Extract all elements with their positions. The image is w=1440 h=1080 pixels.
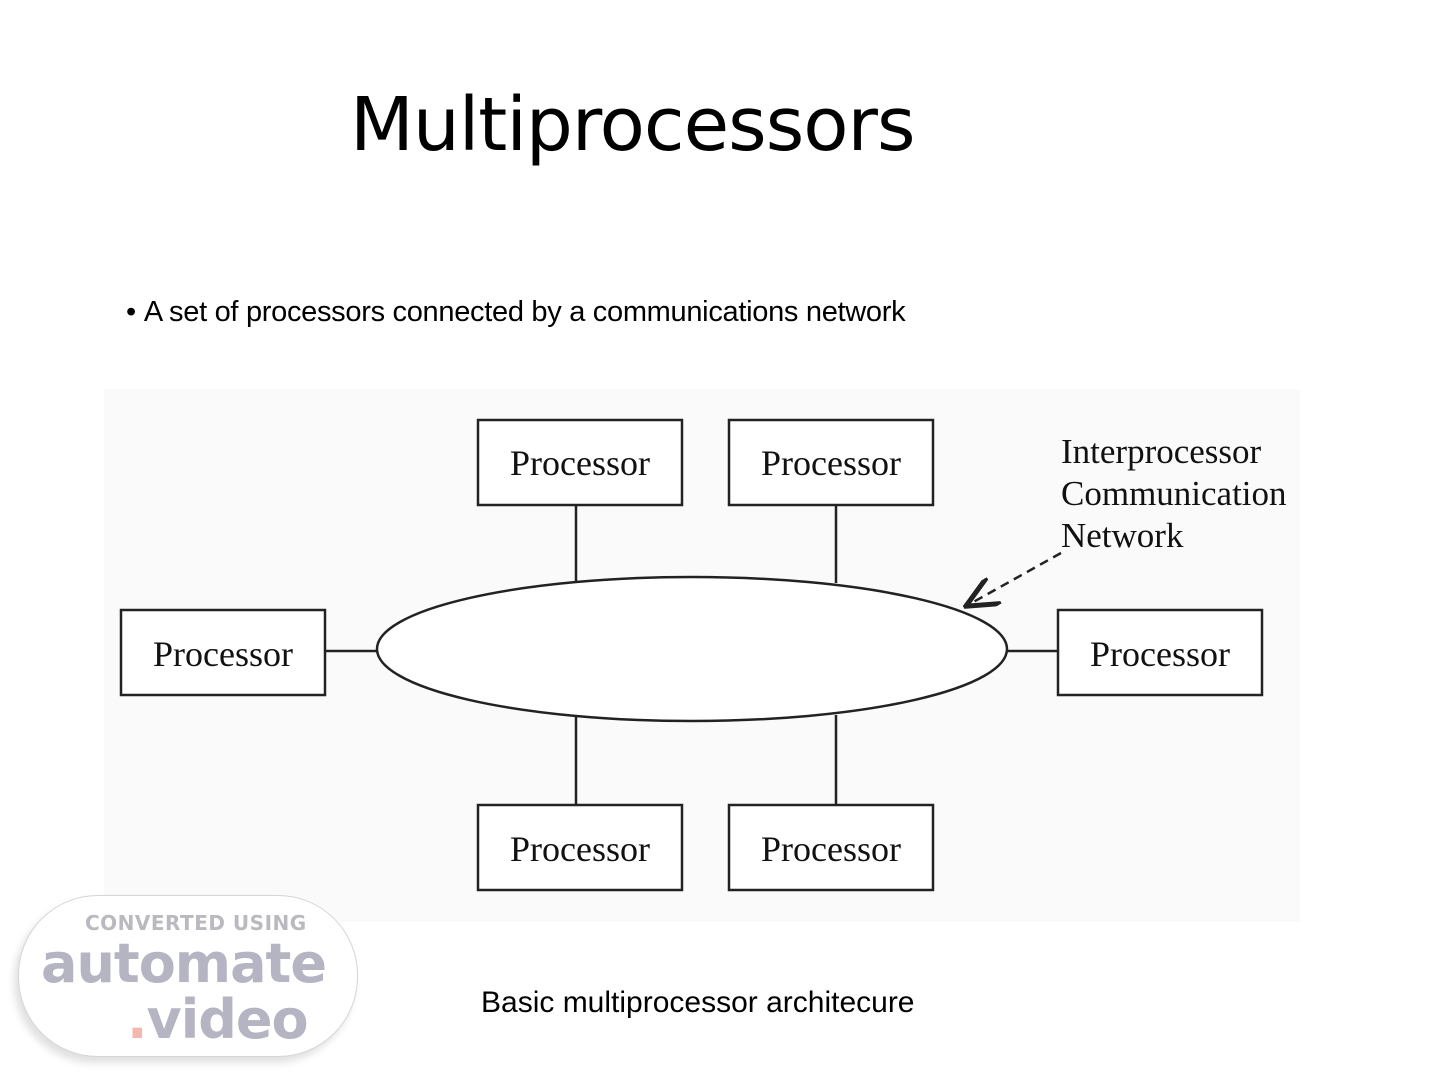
processor-top-right: Processor <box>727 418 935 507</box>
processor-label: Processor <box>761 829 901 869</box>
network-pointer-arrow <box>968 551 1062 605</box>
network-ellipse <box>375 575 1009 723</box>
watermark-line-3: .video <box>127 988 309 1051</box>
network-label-line-3: Network <box>1061 516 1184 555</box>
bullet-text: A set of processors connected by a commu… <box>143 296 906 328</box>
processor-top-left: Processor <box>476 418 684 507</box>
diagram-canvas: Processor Processor Processor Processor … <box>119 418 1287 892</box>
processor-bottom-right: Processor <box>727 803 935 892</box>
processor-label: Processor <box>510 443 650 483</box>
watermark-badge: CONVERTED USING automate .video <box>18 895 358 1057</box>
processor-label: Processor <box>510 829 650 869</box>
network-label-line-1: Interprocessor <box>1061 432 1262 471</box>
processor-left: Processor <box>119 608 327 697</box>
figure-caption: Basic multiprocessor architecure <box>481 986 915 1019</box>
processor-label: Processor <box>153 634 293 674</box>
slide-title: Multiprocessors <box>350 82 915 168</box>
multiprocessor-diagram: Processor Processor Processor Processor … <box>104 389 1300 922</box>
bullet-marker: • <box>126 296 136 328</box>
processor-label: Processor <box>1090 634 1230 674</box>
processor-right: Processor <box>1056 608 1264 697</box>
watermark-dot: . <box>127 988 147 1051</box>
watermark-video-text: video <box>146 988 309 1051</box>
processor-label: Processor <box>761 443 901 483</box>
processor-bottom-left: Processor <box>476 803 684 892</box>
network-label-line-2: Communication <box>1061 474 1287 513</box>
bullet-item: •A set of processors connected by a comm… <box>126 296 906 329</box>
watermark-line-1: CONVERTED USING <box>85 911 307 935</box>
watermark-line-2: automate <box>41 932 327 995</box>
